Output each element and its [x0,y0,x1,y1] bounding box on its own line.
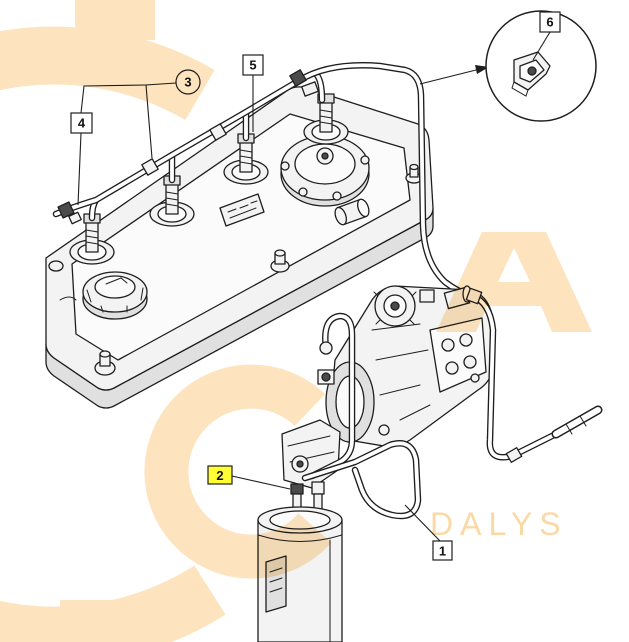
engine-assembly [45,65,603,642]
detail-view-6 [419,10,597,122]
watermark: DALYS [0,0,592,642]
callout-1-label: 1 [439,544,446,559]
callout-1[interactable]: 1 [404,504,453,561]
vacuum-pump-cover [280,133,370,207]
callout-6[interactable]: 6 [532,11,561,61]
callout-4-label: 4 [78,116,86,131]
callout-6-label: 6 [546,15,553,30]
logo-plate [219,193,265,227]
coolant-outlet [334,198,370,226]
watermark-text: DALYS [430,506,568,542]
leak-off-clips [57,69,319,225]
callout-5[interactable]: 5 [242,54,264,132]
oil-filler-cap [82,271,148,320]
callout-2[interactable]: 2 [207,465,291,490]
cover-bolts [48,163,423,376]
callout-4[interactable]: 4 [70,112,93,206]
clip-detail [511,51,551,97]
callout-5-label: 5 [249,58,256,73]
callout-2-label: 2 [216,468,223,483]
injector-4 [303,93,349,145]
injector-2 [149,175,195,227]
